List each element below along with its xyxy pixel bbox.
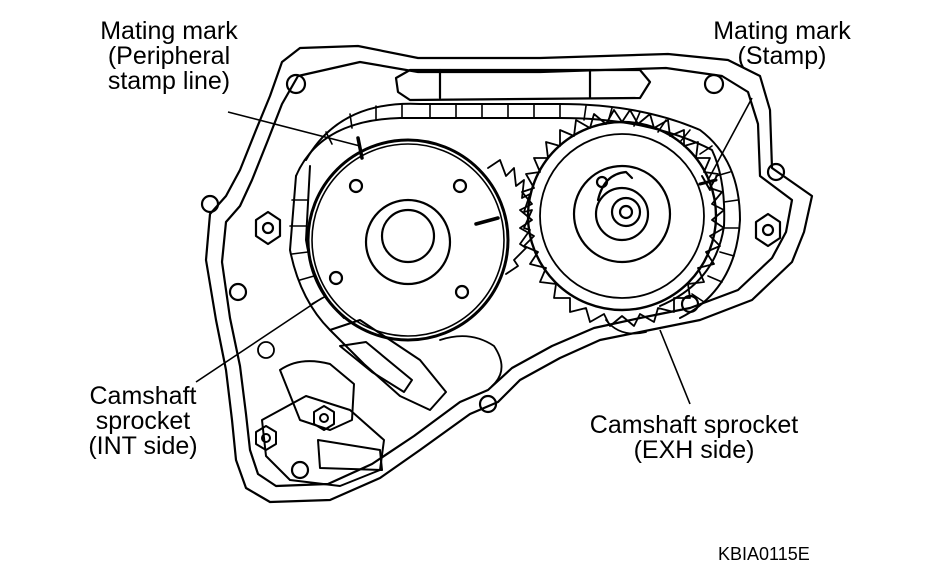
int-mating-mark: [474, 216, 500, 226]
bolt-boss-bm: [478, 394, 498, 414]
chain-guide-top: [394, 68, 652, 102]
label-line: (EXH side): [633, 436, 755, 464]
hex-bolt-left: [254, 210, 282, 246]
label-line: Mating mark: [713, 17, 851, 45]
cover-inner-outline: [220, 60, 794, 488]
label-line: sprocket: [95, 407, 191, 435]
bolt-boss-tr: [703, 73, 725, 95]
label-line: Mating mark: [100, 17, 238, 45]
bolt-boss-tl: [285, 73, 307, 95]
label-line: (Peripheral: [107, 42, 231, 70]
hex-bolt-tensioner-1: [313, 405, 335, 431]
hex-bolt-right: [754, 212, 782, 248]
figure-code: KBIA0115E: [718, 544, 810, 564]
exh-mating-mark: [698, 178, 718, 186]
bolt-boss-bl: [290, 460, 310, 480]
label-mating-mark-stamp: Mating mark (Stamp): [682, 19, 882, 69]
leader-bottom-right: [659, 329, 691, 405]
label-line: stamp line): [107, 67, 231, 95]
leader-lines: [195, 97, 753, 405]
int-camshaft-sprocket: [306, 136, 533, 342]
exh-camshaft-sprocket: [519, 109, 725, 327]
label-line: Camshaft sprocket: [589, 411, 799, 439]
label-line: (INT side): [88, 432, 198, 460]
int-peripheral-stamp: [356, 136, 364, 160]
bolt-boss-l: [200, 194, 220, 214]
hex-bolt-tensioner-2: [255, 425, 277, 451]
bolt-boss-ll: [228, 282, 248, 302]
leader-bottom-left: [195, 297, 323, 383]
label-line: (Stamp): [737, 42, 827, 70]
label-camshaft-sprocket-exh: Camshaft sprocket (EXH side): [548, 413, 840, 463]
label-mating-mark-peripheral: Mating mark (Peripheral stamp line): [64, 19, 274, 94]
chain-tensioner-assembly: [261, 319, 447, 487]
label-line: Camshaft: [89, 382, 197, 410]
cover-outline: [204, 44, 814, 504]
label-camshaft-sprocket-int: Camshaft sprocket (INT side): [48, 384, 238, 459]
leader-top-right: [707, 97, 753, 181]
leader-top-left: [227, 111, 361, 147]
bolt-boss-r: [766, 162, 786, 182]
